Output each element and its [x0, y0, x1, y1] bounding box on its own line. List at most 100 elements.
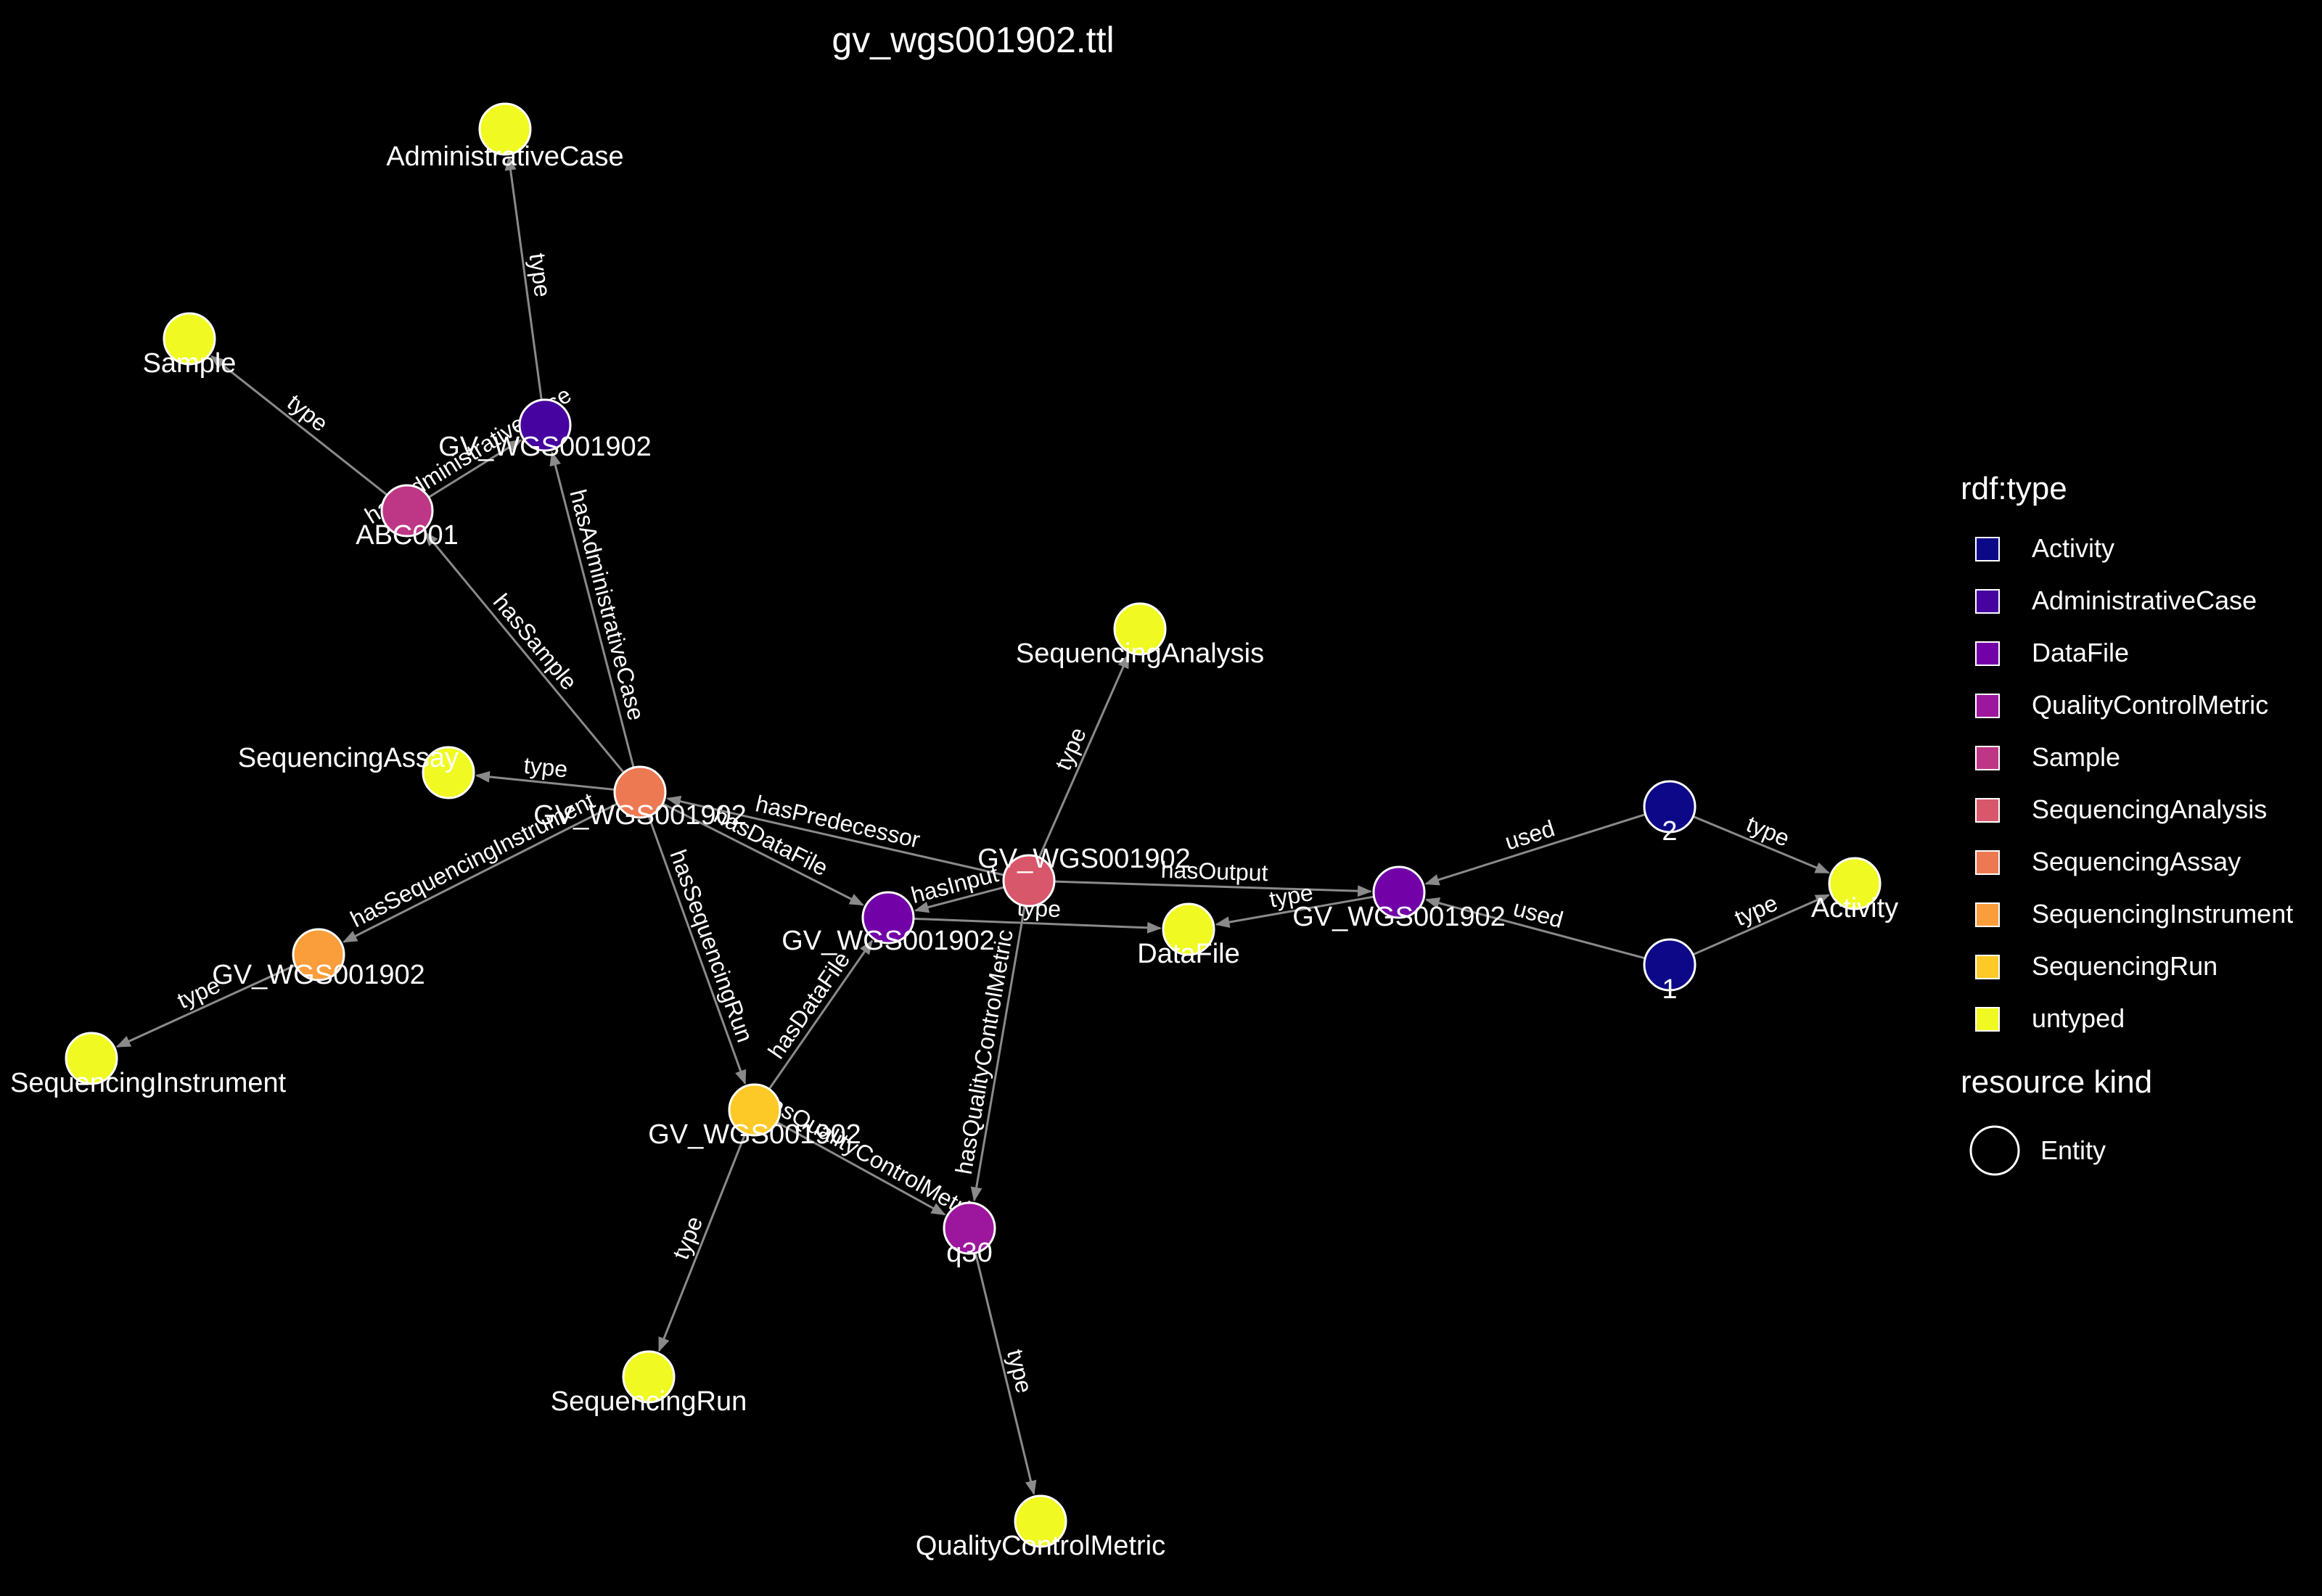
node-circle[interactable] — [292, 928, 345, 982]
node-datafile2[interactable]: GV_WGS001902 — [1292, 865, 1506, 932]
legend-resource-kind-items: Entity — [1969, 1125, 2106, 1176]
edge-hasInput — [914, 886, 1005, 913]
legend-type-label: AdministrativeCase — [2032, 585, 2257, 615]
node-circle[interactable] — [1372, 865, 1426, 919]
nodes-layer: AdministrativeCaseSampleGV_WGS001902ABC0… — [10, 102, 1898, 1561]
node-cls-qualitycontrolmetric[interactable]: QualityControlMetric — [916, 1494, 1165, 1561]
legend-swatch-icon — [1975, 694, 2000, 718]
node-label: 1 — [1662, 974, 1677, 1005]
edge-used — [1424, 897, 1646, 960]
node-circle[interactable] — [1828, 857, 1882, 910]
node-circle[interactable] — [65, 1032, 118, 1085]
edge-label: used — [1502, 815, 1558, 855]
edge-label: type — [522, 752, 569, 783]
legend-type-label: Sample — [2032, 742, 2120, 772]
node-label: 2 — [1662, 816, 1677, 847]
edge-type — [115, 964, 296, 1048]
node-cls-sequencingassay[interactable]: SequencingAssay — [238, 743, 475, 799]
legend-item-DataFile: DataFile — [1975, 638, 2129, 667]
node-circle[interactable] — [380, 484, 434, 538]
node-circle[interactable] — [1014, 1494, 1067, 1548]
edge-used — [1424, 813, 1646, 886]
edge-hasQualityControlMetric — [776, 1121, 946, 1216]
node-circle[interactable] — [518, 398, 572, 452]
node-abc001[interactable]: ABC001 — [356, 484, 459, 551]
legend-type-label: SequencingAssay — [2032, 847, 2241, 876]
node-label: GV_WGS001902 — [781, 926, 995, 956]
legend-type-label: SequencingAnalysis — [2032, 794, 2267, 824]
legend-swatch-icon — [1975, 798, 2000, 823]
edge-label: hasDataFile — [763, 947, 855, 1064]
edge-type — [1215, 895, 1374, 929]
edge-type — [974, 1252, 1037, 1496]
legend-type-label: SequencingInstrument — [2032, 899, 2293, 929]
node-cls-datafile[interactable]: DataFile — [1137, 902, 1240, 969]
edge-type — [504, 155, 543, 400]
node-circle[interactable] — [728, 1083, 781, 1137]
node-label: Activity — [1811, 893, 1898, 924]
node-circle[interactable] — [1162, 902, 1215, 956]
legend-type-items: ActivityAdministrativeCaseDataFileQualit… — [1975, 533, 2293, 1033]
node-label: Sample — [143, 348, 237, 379]
node-assay[interactable]: GV_WGS001902 — [533, 765, 747, 831]
node-label: GV_WGS001902 — [212, 960, 425, 990]
node-label: GV_WGS001902 — [1292, 902, 1506, 932]
legend-swatch-icon — [1975, 902, 2000, 927]
node-label: GV_WGS001902 — [977, 844, 1191, 874]
node-circle[interactable] — [613, 765, 667, 819]
legend-type-label: untyped — [2032, 1003, 2125, 1033]
edge-label: hasSample — [488, 588, 583, 694]
legend-rdf-type-heading: rdf:type — [1961, 471, 2067, 506]
node-cls-administrativecase[interactable]: AdministrativeCase — [386, 102, 624, 172]
legend-type-label: DataFile — [2032, 638, 2129, 667]
legend-item-SequencingInstrument: SequencingInstrument — [1975, 899, 2293, 929]
legend-item-SequencingAnalysis: SequencingAnalysis — [1975, 794, 2267, 824]
edge-hasAdministrativeCase — [427, 439, 522, 498]
node-label: GV_WGS001902 — [648, 1119, 861, 1150]
edge-label: used — [1511, 894, 1566, 933]
node-label: SequencingAnalysis — [1016, 638, 1264, 669]
edge-label: type — [1050, 723, 1091, 774]
edge-type — [1038, 653, 1130, 858]
node-act2[interactable]: 2 — [1643, 780, 1697, 847]
node-circle[interactable] — [478, 102, 532, 156]
node-cls-activity[interactable]: Activity — [1811, 857, 1898, 924]
edge-label: hasSequencingRun — [665, 846, 758, 1045]
edge-label: hasAdministrativeCase — [565, 487, 649, 723]
node-circle[interactable] — [422, 746, 475, 799]
node-circle[interactable] — [943, 1201, 996, 1255]
legend-type-label: Activity — [2032, 533, 2114, 563]
node-cls-sequencinganalysis[interactable]: SequencingAnalysis — [1016, 602, 1264, 669]
node-circle[interactable] — [1113, 602, 1167, 656]
node-instrument[interactable]: GV_WGS001902 — [212, 928, 425, 990]
node-circle[interactable] — [163, 312, 216, 366]
edge-label: type — [524, 252, 556, 299]
legend-swatch-icon — [1975, 589, 2000, 614]
node-act1[interactable]: 1 — [1643, 938, 1697, 1005]
edge-hasSequencingInstrument — [342, 802, 618, 943]
edge-hasDataFile — [768, 939, 873, 1090]
edge-type — [1692, 815, 1830, 874]
node-label: ABC001 — [356, 520, 459, 551]
node-run[interactable]: GV_WGS001902 — [648, 1083, 861, 1150]
legend-swatch-icon — [1975, 1007, 2000, 1032]
edge-hasSample — [424, 531, 625, 773]
node-cls-sequencingrun[interactable]: SequencingRun — [551, 1350, 747, 1417]
edge-hasOutput — [1054, 880, 1373, 897]
legend-type-label: QualityControlMetric — [2032, 690, 2268, 720]
legend-swatch-icon — [1975, 955, 2000, 979]
legend-item-SequencingRun: SequencingRun — [1975, 951, 2218, 981]
node-cls-sequencinginstrument[interactable]: SequencingInstrument — [10, 1032, 287, 1098]
node-circle[interactable] — [1002, 854, 1056, 908]
node-label: DataFile — [1137, 939, 1240, 969]
node-circle[interactable] — [1643, 938, 1697, 992]
node-circle[interactable] — [861, 891, 915, 945]
node-analysis[interactable]: GV_WGS001902 — [977, 844, 1191, 908]
node-cls-sample[interactable]: Sample — [143, 312, 237, 379]
node-admincase[interactable]: GV_WGS001902 — [438, 398, 652, 462]
node-datafile1[interactable]: GV_WGS001902 — [781, 891, 995, 956]
node-circle[interactable] — [622, 1350, 676, 1404]
node-circle[interactable] — [1643, 780, 1697, 834]
node-q30[interactable]: q30 — [943, 1201, 996, 1268]
